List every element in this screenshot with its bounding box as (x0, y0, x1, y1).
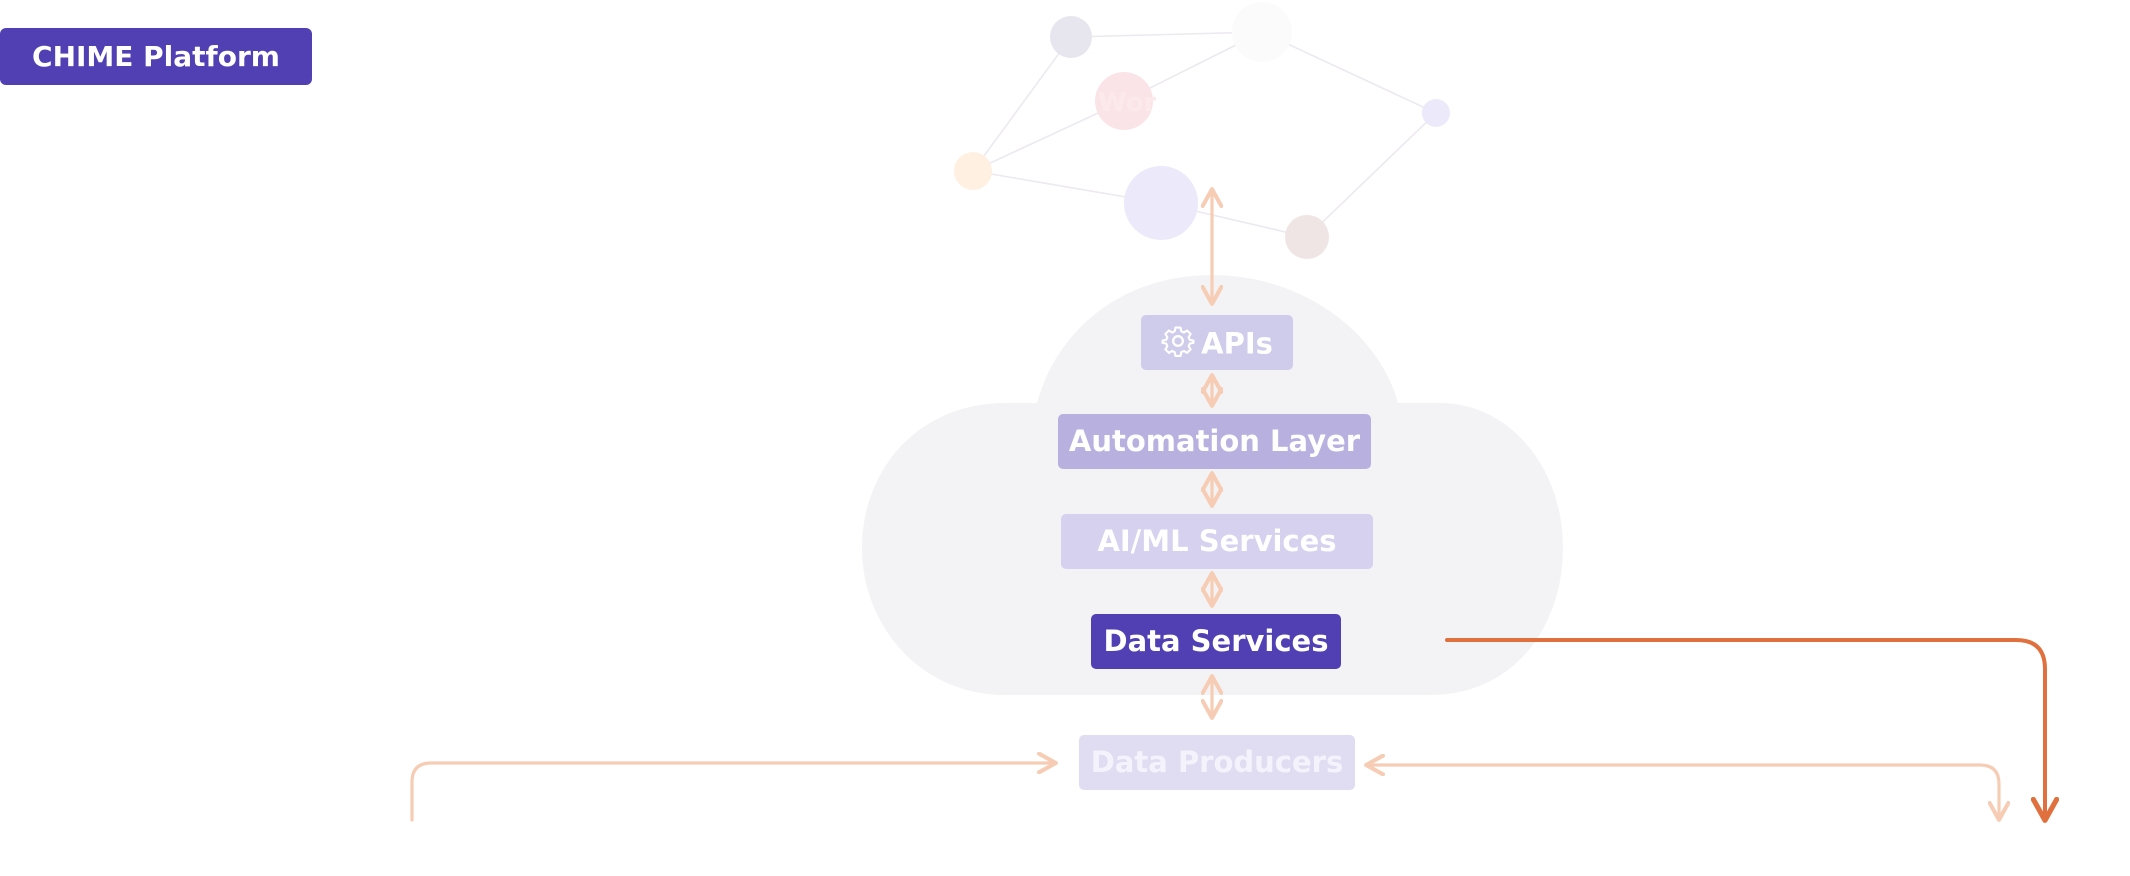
left-flow-arrow (410, 763, 1054, 822)
data-producers-label: Data Producers (1090, 745, 1344, 779)
gear-icon (1161, 326, 1195, 357)
data-services-label: Data Services (1103, 624, 1329, 658)
aiml-services-box[interactable]: AI/ML Services (1061, 514, 1373, 569)
apis-layer-box[interactable]: APIs (1141, 315, 1293, 370)
network-edge (972, 36, 1072, 172)
data-services-outflow-arrow (1445, 638, 2045, 818)
network-node (1124, 166, 1198, 240)
network-edges (972, 31, 1437, 238)
network-node (1285, 215, 1329, 259)
platform-title-badge: CHIME Platform (0, 28, 312, 85)
network-node (1422, 99, 1450, 127)
automation-layer-label: Automation Layer (1068, 424, 1361, 458)
data-services-box[interactable]: Data Services (1091, 614, 1341, 669)
data-producers-box[interactable]: Data Producers (1079, 735, 1355, 790)
aiml-services-label: AI/ML Services (1097, 524, 1337, 558)
apis-label: APIs (1201, 326, 1273, 361)
network-node (954, 152, 992, 190)
automation-layer-box[interactable]: Automation Layer (1058, 414, 1371, 469)
network-edge (1070, 31, 1263, 38)
producer-flows (410, 763, 1999, 822)
right-flow-arrow (1368, 765, 1999, 818)
network-graph (954, 2, 1450, 259)
network-node (1050, 16, 1092, 58)
network-edge (1261, 31, 1437, 114)
network-node-label: Work (1098, 88, 1156, 118)
network-edge (1306, 112, 1437, 238)
network-node (1232, 2, 1292, 62)
network-node (1095, 72, 1153, 130)
